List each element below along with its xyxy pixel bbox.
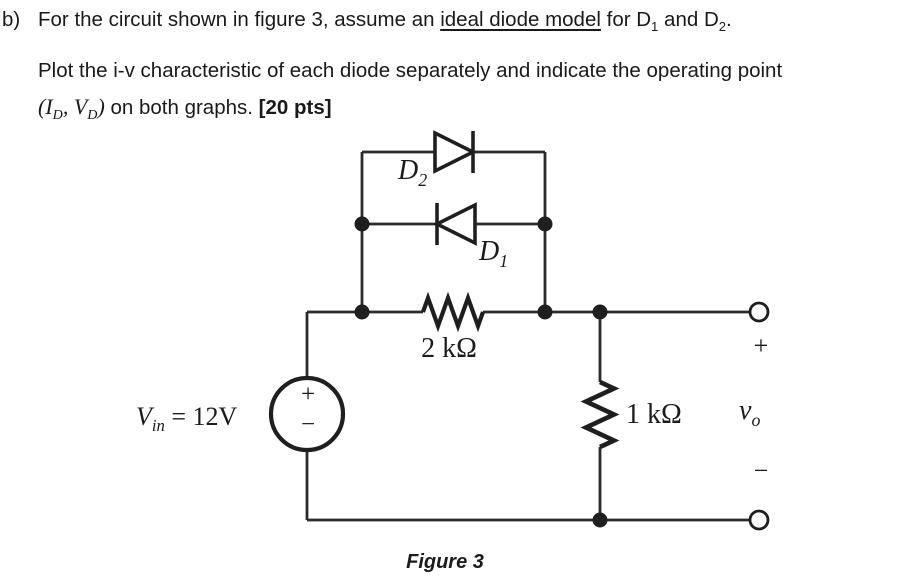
resistor-2k-icon xyxy=(421,291,485,333)
junction-dot xyxy=(354,304,370,320)
line1-mid: for D xyxy=(600,8,652,31)
line1-period: . xyxy=(726,8,732,31)
diode-d2-label: D2 xyxy=(398,155,428,190)
figure-caption: Figure 3 xyxy=(406,551,484,573)
voltage-source-icon xyxy=(268,375,346,453)
source-value-label: Vin = 12V xyxy=(136,402,238,436)
junction-dot xyxy=(537,304,553,320)
points-badge: [20 pts] xyxy=(258,96,332,119)
load-resistor-label: 1 kΩ xyxy=(626,399,682,430)
problem-line-2: Plot the i-v characteristic of each diod… xyxy=(38,59,783,82)
resistor-1k-icon xyxy=(580,379,620,450)
terminal-circle-bottom xyxy=(748,509,770,531)
line3-rest: on both graphs. xyxy=(104,96,259,119)
source-plus-sign: + xyxy=(300,381,316,408)
junction-dot xyxy=(537,216,553,232)
d1-subscript: 1 xyxy=(651,19,659,35)
item-marker: b) xyxy=(2,8,21,31)
line1-and: and D xyxy=(658,8,719,31)
terminal-circle-top xyxy=(748,301,770,323)
underlined-term: ideal diode model xyxy=(440,8,601,31)
output-minus-sign: − xyxy=(753,456,769,485)
junction-dot xyxy=(354,216,370,232)
junction-dot xyxy=(592,304,608,320)
series-resistor-label: 2 kΩ xyxy=(421,333,477,364)
problem-line-1: b) For the circuit shown in figure 3, ass… xyxy=(2,7,732,33)
source-minus-sign: − xyxy=(300,411,316,438)
operating-point-math: (ID, VD) xyxy=(38,94,105,124)
junction-dot xyxy=(592,512,608,528)
output-voltage-label: vo xyxy=(739,395,761,430)
diode-d1-label: D1 xyxy=(479,236,509,271)
wires xyxy=(305,150,750,522)
problem-line-3: (ID, VD) on both graphs. [20 pts] xyxy=(38,93,332,124)
d2-subscript: 2 xyxy=(718,19,727,35)
output-terminals xyxy=(748,301,770,531)
output-plus-sign: + xyxy=(753,331,769,360)
junction-dots xyxy=(354,216,608,528)
diode-d2-icon xyxy=(433,130,478,174)
diode-d1-icon xyxy=(432,202,477,246)
line1-pre: For the circuit shown in figure 3, assum… xyxy=(38,8,441,31)
